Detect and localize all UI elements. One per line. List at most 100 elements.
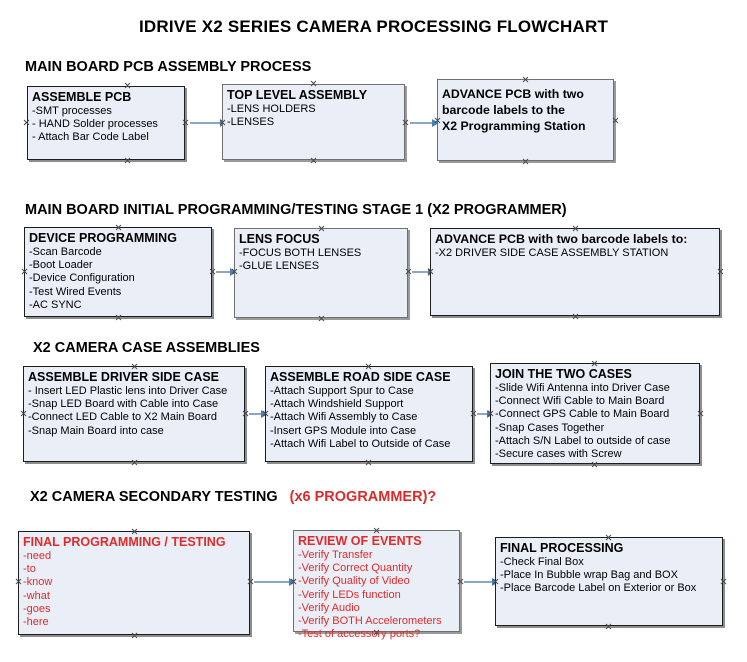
list-item: -GLUE LENSES xyxy=(239,260,320,273)
list-item: -know xyxy=(23,576,53,589)
handle-mark[interactable] xyxy=(373,527,380,534)
box-device-programming[interactable]: DEVICE PROGRAMMING -Scan Barcode -Boot L… xyxy=(24,227,212,317)
list-item: -Verify Quality of Video xyxy=(298,575,410,588)
handle-mark[interactable] xyxy=(612,117,619,124)
list-item: -to xyxy=(23,563,36,576)
handle-mark[interactable] xyxy=(591,461,598,468)
handle-mark[interactable] xyxy=(131,528,138,535)
list-item: -Attach Wifi Label to Outside of Case xyxy=(270,437,451,450)
handle-mark[interactable] xyxy=(124,82,131,89)
box-final-processing[interactable]: FINAL PROCESSING -Check Final Box -Place… xyxy=(495,537,723,626)
box-items: -LENS HOLDERS -LENSES xyxy=(227,103,400,129)
handle-mark[interactable] xyxy=(21,268,28,275)
handle-mark[interactable] xyxy=(591,360,598,367)
list-item: -Scan Barcode xyxy=(29,246,102,258)
list-item: -Secure cases with Screw xyxy=(495,448,622,461)
handle-mark[interactable] xyxy=(131,459,138,466)
section-heading-2: MAIN BOARD INITIAL PROGRAMMING/TESTING S… xyxy=(25,202,567,218)
box-assemble-driver-side-case[interactable]: ASSEMBLE DRIVER SIDE CASE - Insert LED P… xyxy=(23,366,245,462)
section-heading-1-label: MAIN BOARD PCB ASSEMBLY PROCESS xyxy=(25,59,312,75)
list-item: -Verify Audio xyxy=(298,601,360,614)
box-review-of-events[interactable]: REVIEW OF EVENTS -Verify Transfer -Verif… xyxy=(293,530,460,640)
handle-mark[interactable] xyxy=(318,225,325,232)
list-item: -need xyxy=(23,550,52,562)
handle-mark[interactable] xyxy=(231,268,238,275)
handle-mark[interactable] xyxy=(310,80,317,87)
handle-mark[interactable] xyxy=(115,314,122,321)
list-item: -LENS HOLDERS xyxy=(227,103,316,115)
handle-mark[interactable] xyxy=(290,578,297,585)
box-items: -Slide Wifi Antenna into Driver Case -Co… xyxy=(495,382,695,461)
handle-mark[interactable] xyxy=(522,158,529,165)
handle-mark[interactable] xyxy=(365,363,372,370)
handle-mark[interactable] xyxy=(124,157,131,164)
box-items: -SMT processes - HAND Solder processes -… xyxy=(32,105,180,145)
box-title: DEVICE PROGRAMMING xyxy=(29,231,177,245)
handle-mark[interactable] xyxy=(242,410,249,417)
handle-mark[interactable] xyxy=(247,578,254,585)
box-title: LENS FOCUS xyxy=(239,232,320,246)
handle-mark[interactable] xyxy=(605,623,612,630)
list-item: -Snap Main Board into case xyxy=(28,424,164,437)
box-join-the-two-cases[interactable]: JOIN THE TWO CASES -Slide Wifi Antenna i… xyxy=(490,363,700,464)
handle-mark[interactable] xyxy=(131,363,138,370)
box-title: FINAL PROCESSING xyxy=(500,541,624,555)
handle-mark[interactable] xyxy=(310,157,317,164)
section-heading-3: X2 CAMERA CASE ASSEMBLIES xyxy=(33,340,260,356)
list-item: -LENSES xyxy=(227,116,275,129)
box-title: TOP LEVEL ASSEMBLY xyxy=(227,88,368,102)
handle-mark[interactable] xyxy=(15,578,22,585)
box-assemble-road-side-case[interactable]: ASSEMBLE ROAD SIDE CASE -Attach Support … xyxy=(265,366,473,462)
box-advance-pcb-driver-side[interactable]: ADVANCE PCB with two barcode labels to: … xyxy=(430,228,720,316)
list-item: -Connect GPS Cable to Main Board xyxy=(495,408,670,421)
box-line: barcode labels to the xyxy=(442,103,565,117)
list-item: -Attach Wifi Assembly to Case xyxy=(270,411,418,424)
handle-mark[interactable] xyxy=(487,410,494,417)
handle-mark[interactable] xyxy=(697,410,704,417)
handle-mark[interactable] xyxy=(318,315,325,322)
handle-mark[interactable] xyxy=(365,459,372,466)
handle-mark[interactable] xyxy=(23,119,30,126)
handle-mark[interactable] xyxy=(572,313,579,320)
handle-mark[interactable] xyxy=(262,410,269,417)
handle-mark[interactable] xyxy=(405,268,412,275)
handle-mark[interactable] xyxy=(20,410,27,417)
box-assemble-pcb[interactable]: ASSEMBLE PCB -SMT processes - HAND Solde… xyxy=(27,86,185,160)
page-title: IDRIVE X2 SERIES CAMERA PROCESSING FLOWC… xyxy=(138,17,609,36)
box-final-programming-testing[interactable]: FINAL PROGRAMMING / TESTING -need -to -k… xyxy=(18,531,250,635)
list-item: -Verify Correct Quantity xyxy=(298,562,413,575)
box-items: -Attach Support Spur to Case -Attach Win… xyxy=(270,385,468,451)
handle-mark[interactable] xyxy=(605,534,612,541)
handle-mark[interactable] xyxy=(522,76,529,83)
handle-mark[interactable] xyxy=(572,225,579,232)
box-items: -Scan Barcode -Boot Loader -Device Confi… xyxy=(29,246,207,312)
box-items: -Check Final Box -Place In Bubble wrap B… xyxy=(500,556,718,596)
box-advance-pcb-station[interactable]: ADVANCE PCB with two barcode labels to t… xyxy=(437,79,614,161)
list-item: - HAND Solder processes xyxy=(32,118,158,131)
handle-mark[interactable] xyxy=(427,268,434,275)
handle-mark[interactable] xyxy=(457,578,464,585)
handle-mark[interactable] xyxy=(492,578,499,585)
handle-mark[interactable] xyxy=(219,119,226,126)
box-title: ASSEMBLE PCB xyxy=(32,90,132,104)
connector-arrow xyxy=(254,578,296,586)
box-title: REVIEW OF EVENTS xyxy=(298,534,422,548)
list-item: -Attach Windshield Support xyxy=(270,398,404,411)
handle-mark[interactable] xyxy=(470,410,477,417)
handle-mark[interactable] xyxy=(717,268,724,275)
handle-mark[interactable] xyxy=(209,268,216,275)
handle-mark[interactable] xyxy=(182,119,189,126)
box-lens-focus[interactable]: LENS FOCUS -FOCUS BOTH LENSES -GLUE LENS… xyxy=(234,228,408,318)
handle-mark[interactable] xyxy=(402,119,409,126)
box-title: JOIN THE TWO CASES xyxy=(495,367,632,381)
list-item: -Test Wired Events xyxy=(29,285,122,298)
list-item: -Test of accessory ports? xyxy=(298,628,421,641)
section-heading-4-suffix: (x6 PROGRAMMER)? xyxy=(289,489,437,505)
handle-mark[interactable] xyxy=(720,578,727,585)
handle-mark[interactable] xyxy=(434,117,441,124)
handle-mark[interactable] xyxy=(115,224,122,231)
box-top-level-assembly[interactable]: TOP LEVEL ASSEMBLY -LENS HOLDERS -LENSES xyxy=(222,84,405,160)
handle-mark[interactable] xyxy=(131,632,138,639)
handle-mark[interactable] xyxy=(373,629,380,636)
